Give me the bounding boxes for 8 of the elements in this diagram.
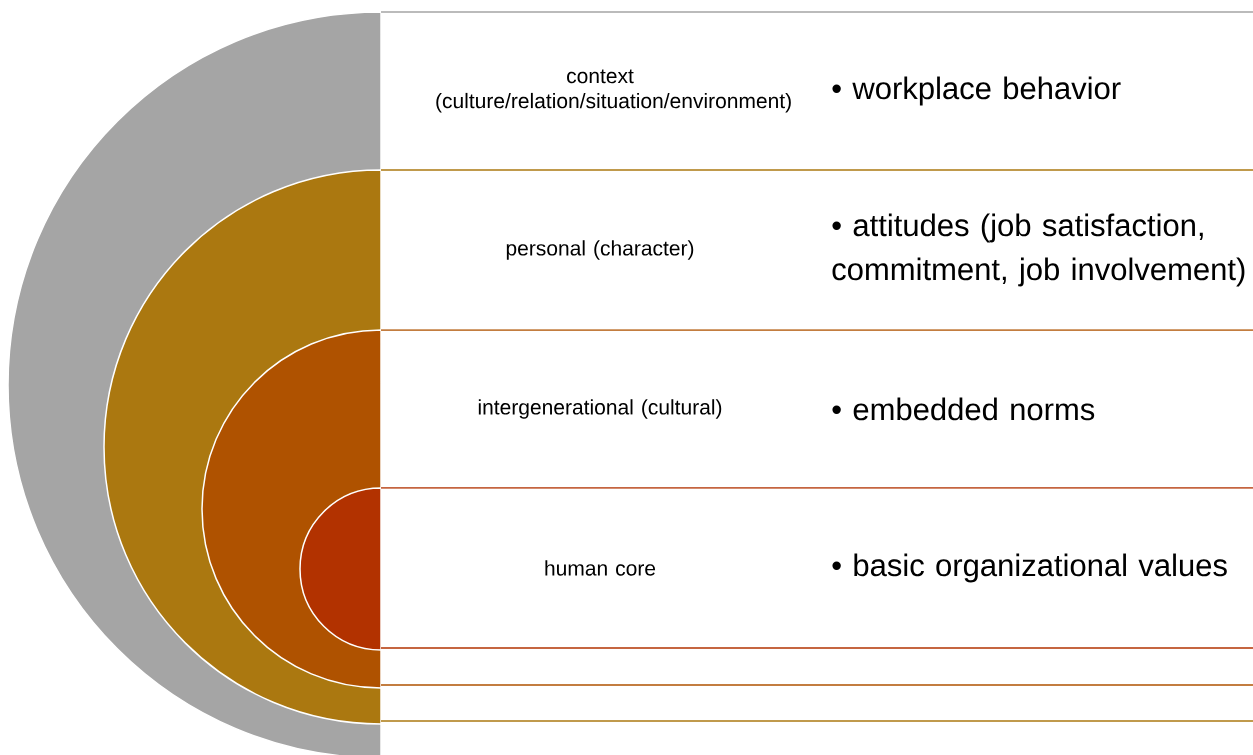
bullet-item: • attitudes (job satisfaction, commitment, job involvement): [832, 213, 1245, 287]
layer-label: human core: [545, 560, 656, 576]
bullet-item: • basic organizational values: [832, 553, 1227, 583]
layer-label: context (culture/relation/situation/environment): [436, 69, 791, 113]
layer-label: intergenerational (cultural): [478, 399, 722, 419]
bullet-item: • embedded norms: [832, 397, 1095, 421]
bullet-item: • workplace behavior: [832, 76, 1121, 106]
layer-label: personal (character): [506, 240, 694, 260]
